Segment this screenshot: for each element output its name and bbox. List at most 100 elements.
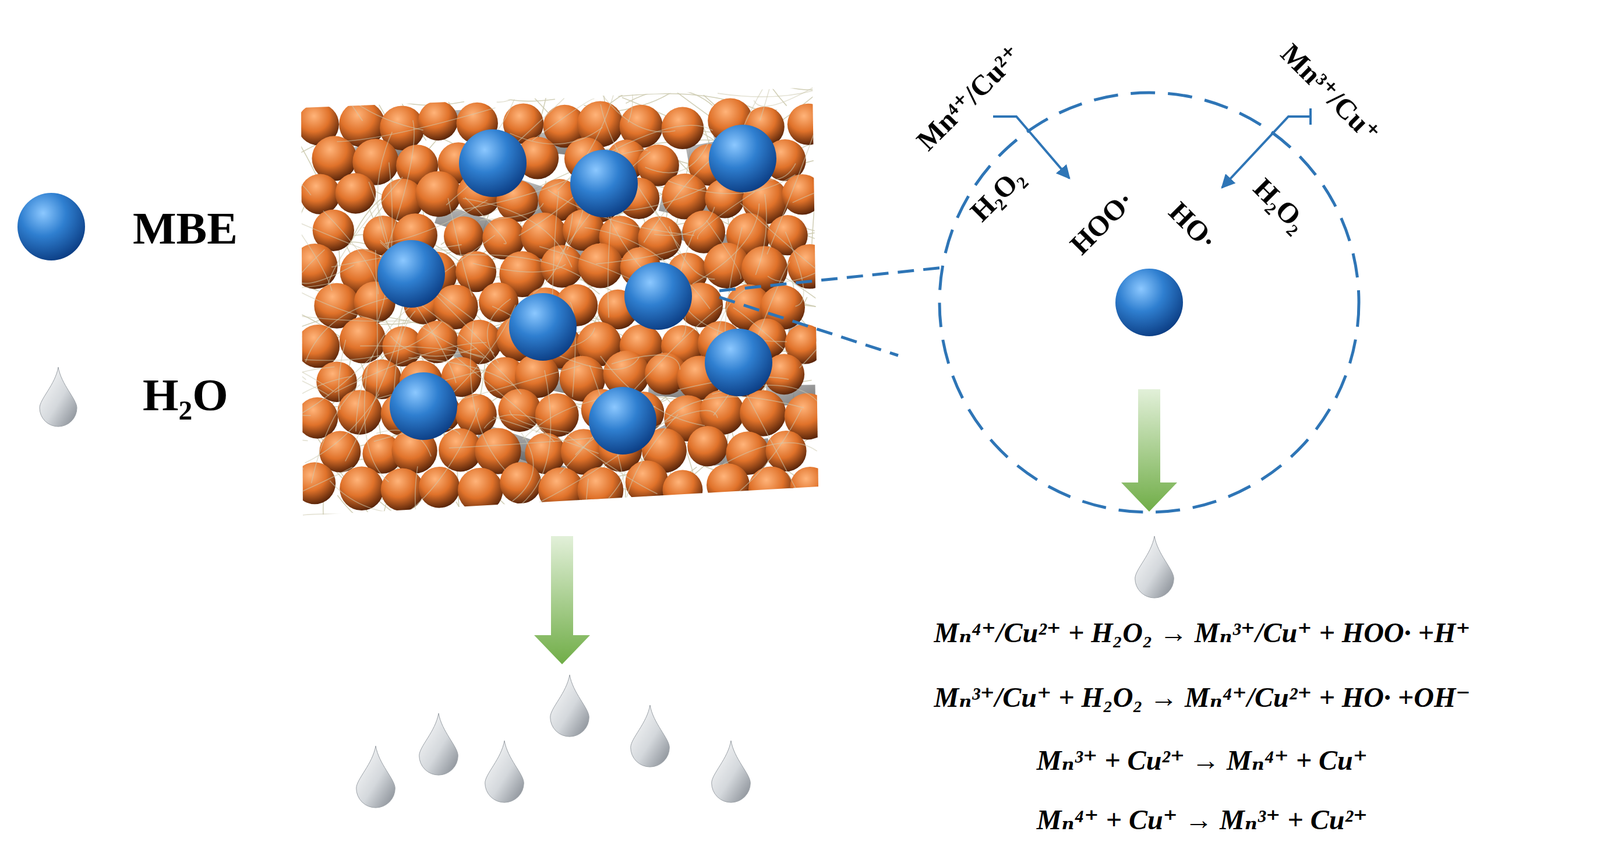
fiber [240, 172, 312, 196]
fiber [583, 478, 589, 558]
orange-particle [335, 172, 377, 214]
orange-particle [687, 425, 728, 466]
orange-particle [418, 100, 458, 141]
orange-particle [296, 324, 340, 368]
fiber [244, 359, 311, 416]
fiber [496, 59, 554, 103]
mbe-sphere [458, 129, 527, 197]
fibrous-block [133, 0, 952, 662]
fiber [411, 68, 543, 94]
fiber [556, 470, 625, 546]
orange-particle [457, 467, 504, 514]
fiber [243, 294, 306, 380]
water-drop [711, 740, 751, 803]
fiber [447, 198, 473, 296]
reaction-tick [1309, 108, 1312, 125]
fiber [654, 0, 765, 86]
reaction-equation: Mₙ⁴⁺/Cu²⁺ + H₂O₂ → Mₙ³⁺/Cu⁺ + HOO· +H⁺ [933, 617, 1471, 649]
reaction-equation: Mₙ³⁺/Cu⁺ + H₂O₂ → Mₙ⁴⁺/Cu²⁺ + HO· +OH⁻ [933, 682, 1471, 713]
reaction-equation: Mₙ⁴⁺ + Cu⁺ → Mₙ³⁺ + Cu²⁺ [1036, 804, 1368, 836]
fiber [663, 396, 804, 422]
fiber [760, 15, 782, 120]
fiber [824, 91, 865, 233]
legend-label: H₂O [142, 369, 229, 421]
fiber [786, 68, 856, 90]
fiber [387, 119, 415, 247]
fiber [617, 72, 694, 111]
reactant-label: H₂O₂ [964, 161, 1031, 228]
fiber [691, 54, 742, 90]
fiber [311, 384, 360, 483]
fiber [692, 203, 759, 284]
fiber [811, 83, 828, 210]
fiber [611, 354, 680, 370]
fiber [706, 220, 741, 279]
fiber [398, 22, 476, 86]
fiber [390, 36, 528, 97]
fiber [745, 392, 804, 504]
reaction-equation: Mₙ³⁺ + Cu²⁺ → Mₙ⁴⁺ + Cu⁺ [1036, 744, 1368, 776]
oxidation-state-label: Mn⁴⁺/Cu²⁺ [910, 39, 1028, 157]
process-arrow [534, 535, 591, 664]
fiber [329, 480, 447, 514]
fiber [753, 80, 824, 107]
mbe-sphere [1115, 268, 1183, 337]
fiber [207, 264, 334, 289]
fiber [717, 71, 856, 98]
fiber [817, 181, 897, 212]
fiber [755, 193, 767, 275]
reactant-label: H₂O₂ [1247, 172, 1314, 239]
fiber [347, 71, 465, 105]
orange-particle [499, 461, 542, 504]
fiber [481, 516, 496, 600]
fiber [338, 339, 346, 410]
fiber [456, 501, 541, 580]
fiber [794, 178, 949, 209]
fiber [336, 107, 496, 142]
fiber [273, 249, 325, 331]
orange-particle [339, 465, 384, 511]
fiber [287, 355, 374, 420]
water-drop [356, 745, 396, 808]
fiber [508, 510, 568, 524]
fiber [210, 439, 308, 450]
fiber [259, 359, 334, 392]
orange-particle [748, 465, 794, 511]
water-drop [419, 712, 459, 775]
fiber [258, 84, 296, 225]
fiber [730, 499, 775, 593]
fiber [323, 210, 379, 295]
legend-sphere [17, 192, 86, 261]
zoom-line [719, 297, 899, 356]
fiber [250, 308, 411, 321]
fiber [487, 298, 511, 363]
fiber [735, 516, 745, 662]
reaction-arrows [993, 108, 1311, 188]
water-drop [485, 740, 525, 803]
process-arrow [1121, 389, 1178, 512]
fiber [827, 37, 922, 148]
fiber [310, 54, 363, 121]
fiber [377, 131, 392, 253]
fiber [608, 125, 713, 153]
zoom-circle [939, 92, 1359, 512]
orange-particle [443, 216, 484, 256]
fiber [567, 522, 653, 595]
fiber [785, 231, 804, 307]
water-drop [550, 674, 590, 737]
water-drop [630, 704, 670, 767]
mbe-sphere [588, 386, 657, 455]
fiber [390, 336, 478, 356]
fiber [499, 73, 570, 97]
fiber [722, 442, 818, 465]
fiber [280, 205, 332, 291]
fiber [280, 513, 380, 521]
fiber [384, 199, 487, 244]
fiber [598, 509, 616, 646]
mbe-sphere [570, 149, 638, 218]
fiber [475, 75, 556, 102]
fiber [803, 358, 935, 419]
fiber [520, 369, 551, 505]
orange-particle [787, 103, 829, 146]
